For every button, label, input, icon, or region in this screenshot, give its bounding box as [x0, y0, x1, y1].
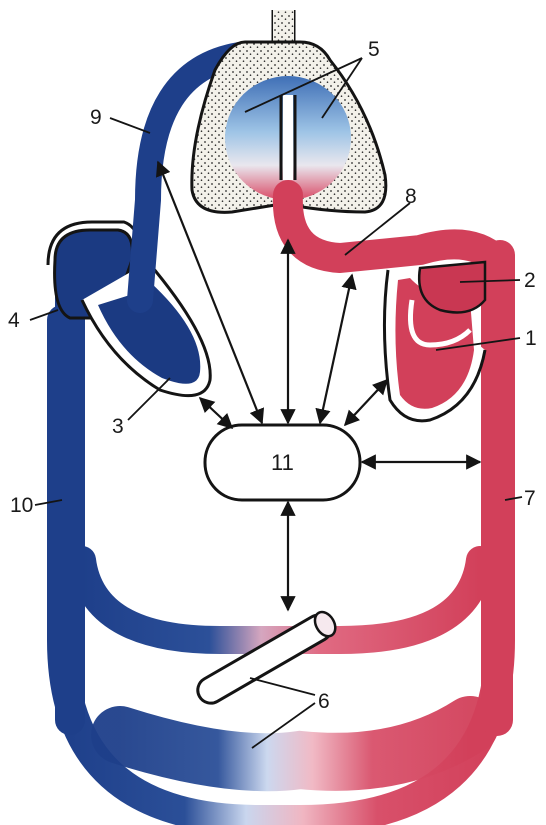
- label-2: 2: [524, 269, 536, 292]
- label-7: 7: [524, 487, 536, 510]
- label-3: 3: [112, 415, 124, 438]
- label-5: 5: [368, 38, 380, 61]
- systemic-capillary-band: [120, 725, 470, 762]
- label-11: 11: [271, 450, 294, 475]
- arrow-to-right-heart: [200, 398, 232, 428]
- label-9: 9: [90, 106, 102, 129]
- label-10: 10: [10, 494, 33, 517]
- left-atrium: [419, 262, 485, 312]
- label-4: 4: [8, 309, 20, 332]
- systemic-loop-inner: [82, 560, 480, 640]
- arrow-to-left-heart: [345, 380, 387, 425]
- label-8: 8: [405, 185, 417, 208]
- label-1: 1: [525, 327, 537, 350]
- label-6: 6: [318, 690, 330, 713]
- arrow-to-pulmonary-vein: [320, 275, 352, 423]
